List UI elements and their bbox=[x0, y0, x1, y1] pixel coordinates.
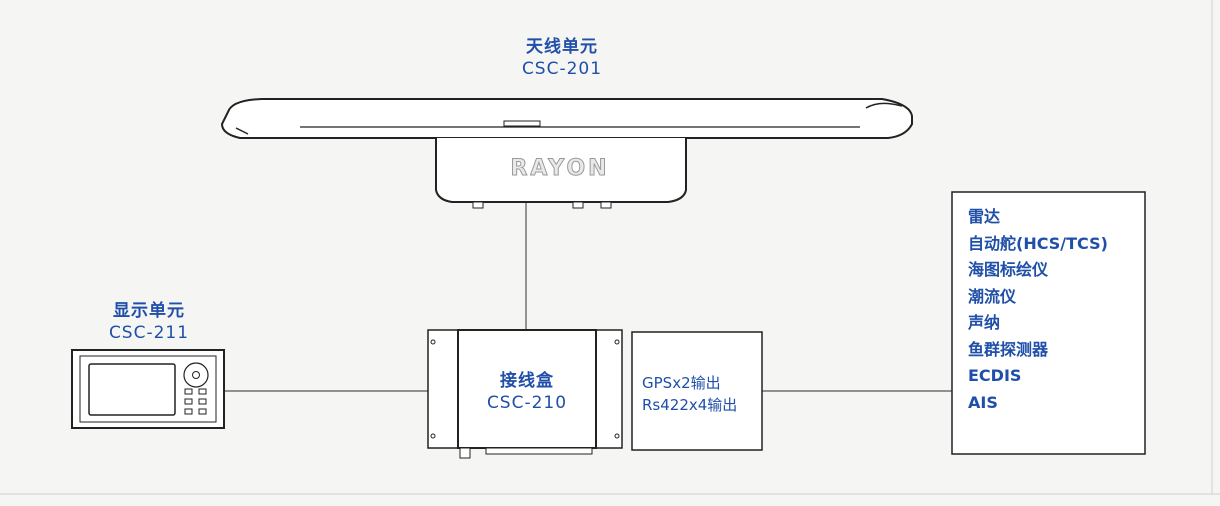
device-item: 潮流仪 bbox=[968, 286, 1017, 306]
output-text: GPSx2输出 Rs422x4输出 bbox=[642, 372, 737, 416]
antenna-model: CSC-201 bbox=[521, 59, 603, 79]
junction-box-label: 接线盒 CSC-210 bbox=[458, 370, 596, 414]
device-item: AIS bbox=[968, 392, 998, 412]
display-title: 显示单元 bbox=[113, 301, 185, 321]
device-item: 雷达 bbox=[968, 207, 1001, 226]
output-line-rs422: Rs422x4输出 bbox=[642, 396, 738, 414]
output-box bbox=[631, 331, 763, 451]
display-unit-drawing bbox=[71, 349, 225, 429]
device-item: 自动舵(HCS/TCS) bbox=[968, 233, 1108, 253]
antenna-brand-logo: RAYON bbox=[510, 156, 610, 182]
junction-box-title: 接线盒 bbox=[500, 371, 554, 391]
antenna-unit-drawing bbox=[220, 98, 913, 209]
output-line-gps: GPSx2输出 bbox=[642, 374, 721, 392]
device-item: ECDIS bbox=[968, 366, 1022, 385]
junction-box-drawing bbox=[427, 329, 623, 459]
device-item: 鱼群探测器 bbox=[968, 339, 1049, 359]
antenna-label: 天线单元 CSC-201 bbox=[462, 36, 662, 80]
device-item: 声纳 bbox=[968, 313, 1001, 332]
display-model: CSC-211 bbox=[108, 323, 190, 343]
device-list: 雷达 自动舵(HCS/TCS) 海图标绘仪 潮流仪 声纳 鱼群探测器 ECDIS… bbox=[968, 204, 1108, 416]
junction-box-model: CSC-210 bbox=[486, 393, 568, 413]
device-item: 海图标绘仪 bbox=[968, 260, 1049, 279]
devices-box bbox=[951, 191, 1146, 455]
antenna-title: 天线单元 bbox=[526, 37, 598, 57]
display-label: 显示单元 CSC-211 bbox=[64, 300, 234, 344]
